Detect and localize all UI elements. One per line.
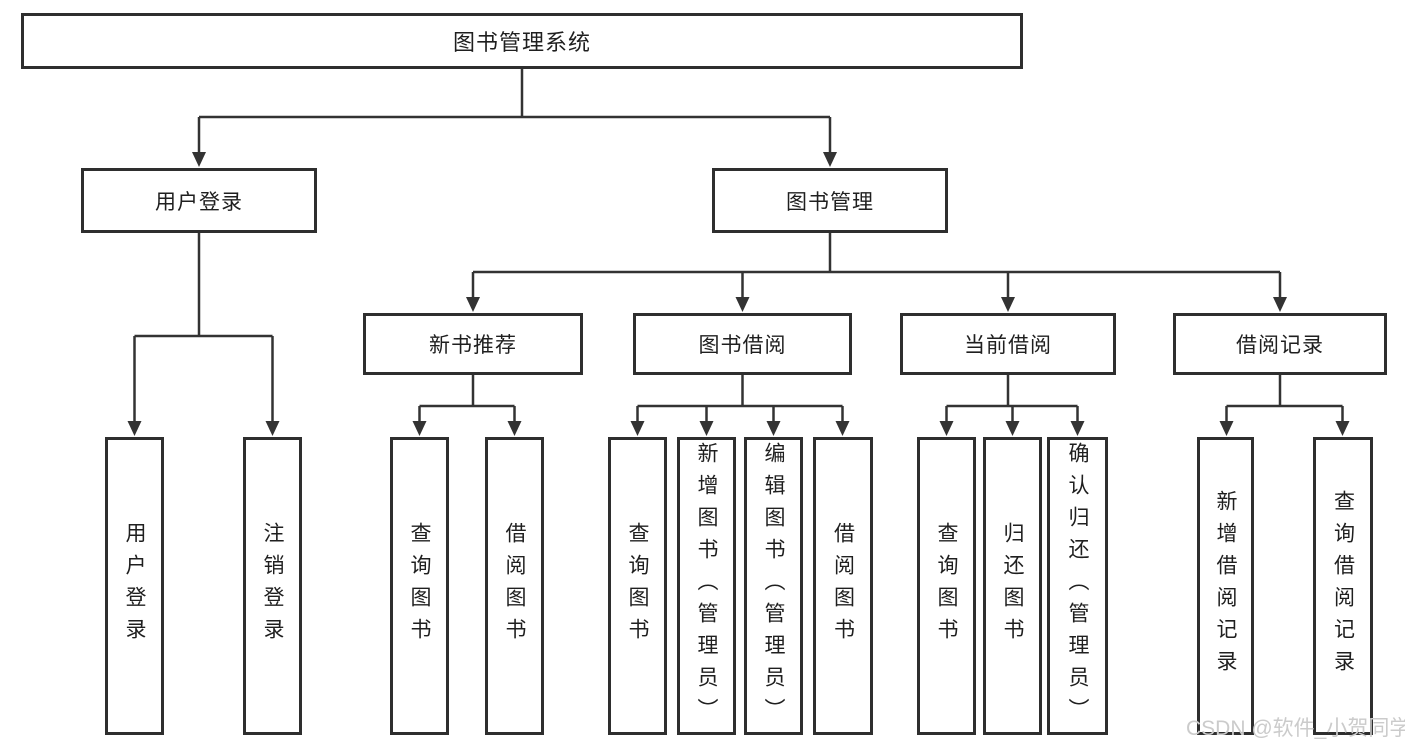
leaf-borrow-books: 借阅图书 bbox=[813, 437, 873, 735]
node-library-management-system: 图书管理系统 bbox=[21, 13, 1023, 69]
leaf-return-books: 归还图书 bbox=[983, 437, 1042, 735]
leaf-label: 查询借阅记录 bbox=[1331, 490, 1355, 682]
leaf-query-books-borrow: 查询图书 bbox=[608, 437, 667, 735]
node-user-login: 用户登录 bbox=[81, 168, 317, 233]
leaf-logout: 注销登录 bbox=[243, 437, 302, 735]
node-current-borrow: 当前借阅 bbox=[900, 313, 1116, 375]
leaf-label: 新增借阅记录 bbox=[1214, 490, 1237, 682]
leaf-query-books-current: 查询图书 bbox=[917, 437, 976, 735]
leaf-label: 确认归还（管理员） bbox=[1066, 442, 1089, 730]
leaf-user-login: 用户登录 bbox=[105, 437, 164, 735]
node-borrow-records: 借阅记录 bbox=[1173, 313, 1387, 375]
leaf-query-borrow-record: 查询借阅记录 bbox=[1313, 437, 1373, 735]
node-book-borrow: 图书借阅 bbox=[633, 313, 852, 375]
leaf-label: 借阅图书 bbox=[503, 522, 526, 650]
leaf-label: 新增图书（管理员） bbox=[695, 442, 718, 730]
leaf-label: 用户登录 bbox=[123, 522, 146, 650]
leaf-confirm-return-admin: 确认归还（管理员） bbox=[1047, 437, 1108, 735]
leaf-edit-books-admin: 编辑图书（管理员） bbox=[744, 437, 803, 735]
leaf-borrow-books-recommend: 借阅图书 bbox=[485, 437, 544, 735]
leaf-label: 归还图书 bbox=[1001, 522, 1024, 650]
leaf-label: 查询图书 bbox=[408, 522, 431, 650]
leaf-label: 注销登录 bbox=[261, 522, 284, 650]
leaf-add-borrow-record: 新增借阅记录 bbox=[1197, 437, 1254, 735]
node-new-book-recommend: 新书推荐 bbox=[363, 313, 583, 375]
leaf-label: 借阅图书 bbox=[831, 522, 855, 650]
leaf-query-books-recommend: 查询图书 bbox=[390, 437, 449, 735]
leaf-label: 编辑图书（管理员） bbox=[762, 442, 785, 730]
leaf-label: 查询图书 bbox=[626, 522, 649, 650]
watermark: CSDN @软件_小贺同学 bbox=[1186, 717, 1405, 740]
leaf-add-books-admin: 新增图书（管理员） bbox=[677, 437, 736, 735]
leaf-label: 查询图书 bbox=[935, 522, 958, 650]
node-book-management: 图书管理 bbox=[712, 168, 948, 233]
